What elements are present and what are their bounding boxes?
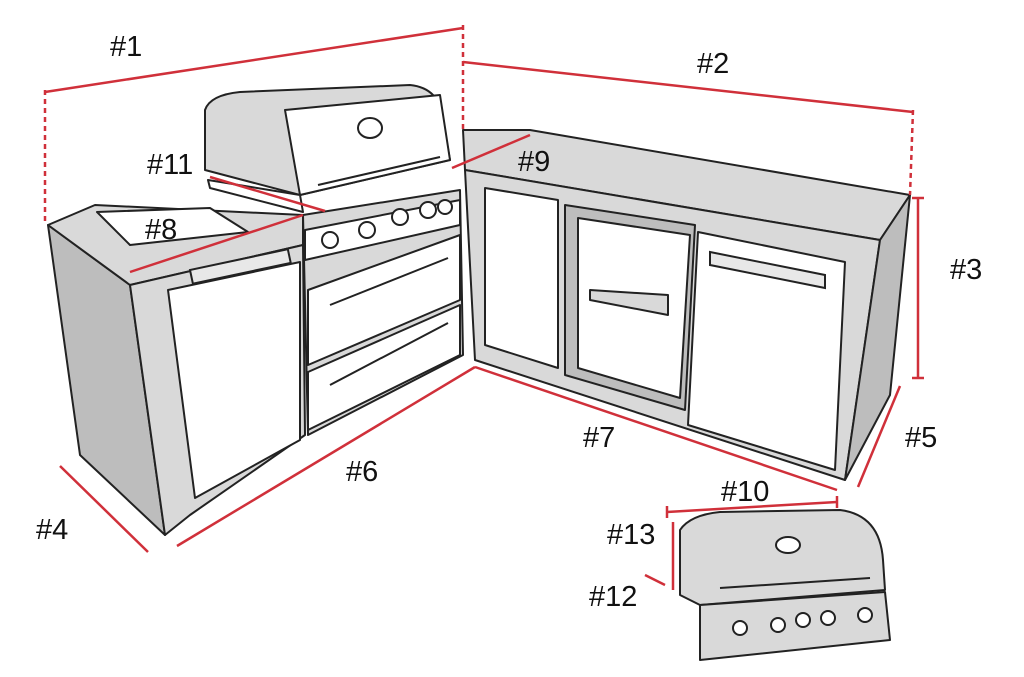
dimension-label-13: #13 (607, 519, 656, 551)
dimension-label-3: #3 (950, 254, 983, 286)
dimension-label-10: #10 (721, 476, 770, 508)
small-grill (679, 509, 891, 661)
dimension-label-8: #8 (145, 214, 178, 246)
dimension-label-7: #7 (583, 422, 616, 454)
right-island (462, 129, 911, 481)
dimension-label-11: #11 (147, 149, 194, 181)
dimension-label-2: #2 (697, 48, 730, 80)
dimension-label-5: #5 (905, 422, 938, 454)
dimension-label-1: #1 (110, 31, 143, 63)
dimension-label-4: #4 (36, 514, 69, 546)
left-island (47, 204, 306, 536)
dimension-label-6: #6 (346, 456, 379, 488)
dimension-label-12: #12 (589, 581, 638, 613)
dimension-label-9: #9 (518, 146, 551, 178)
main-grill (204, 84, 464, 436)
dimension-lines (43, 25, 924, 590)
